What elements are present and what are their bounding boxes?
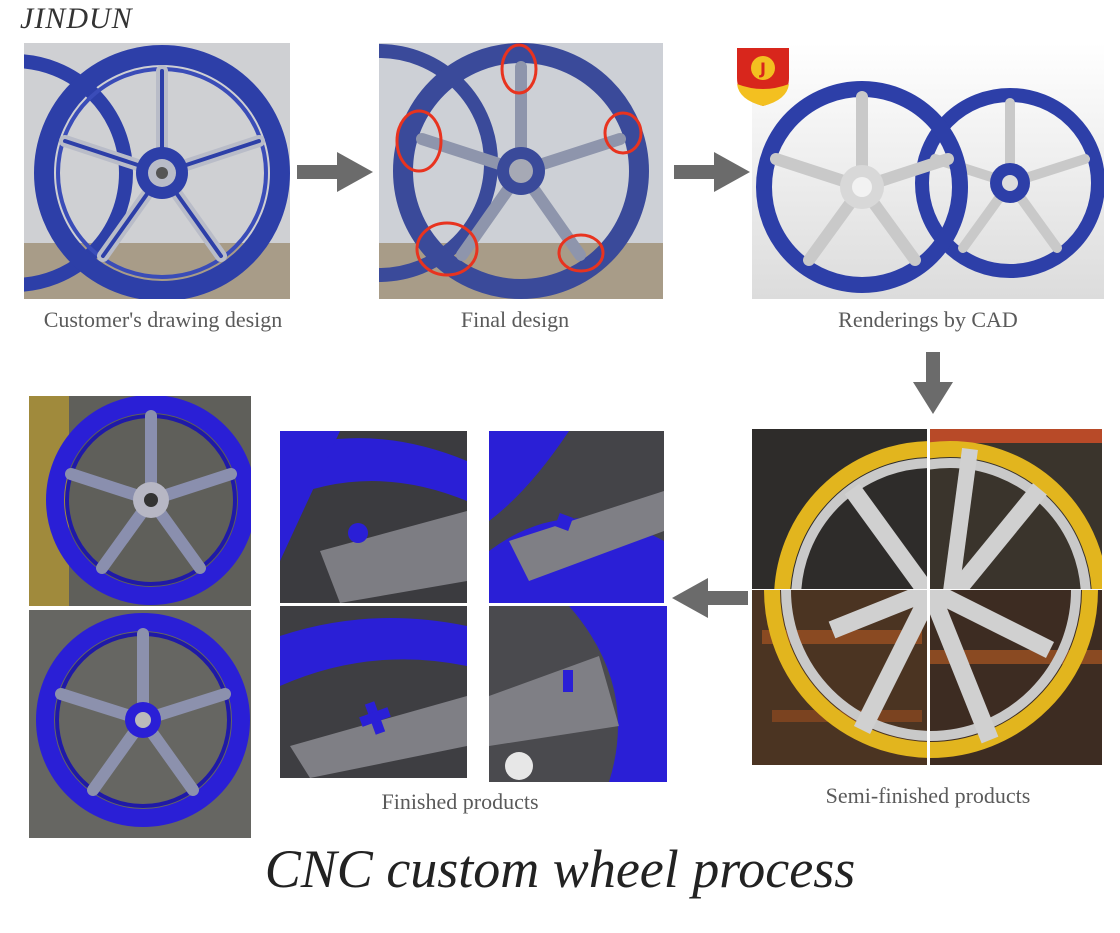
right-arrow-icon	[297, 152, 373, 192]
semi-finished-photo-4	[930, 590, 1102, 765]
page-title: CNC custom wheel process	[264, 839, 856, 899]
final-design-photo	[379, 43, 663, 299]
customer-drawing-photo	[24, 43, 290, 299]
brand-name: JINDUN	[20, 2, 133, 35]
down-arrow-icon	[913, 352, 953, 414]
step-caption-semi-finished: Semi-finished products	[825, 783, 1031, 808]
step-caption-finished: Finished products	[381, 789, 539, 814]
step-caption-final: Final design	[460, 307, 570, 332]
semi-finished-photo-2	[930, 429, 1102, 589]
left-arrow-icon	[672, 578, 748, 618]
step-caption-customer: Customer's drawing design	[43, 307, 283, 332]
finished-detail-photo-2	[489, 431, 664, 603]
finished-wheel-photo-top	[29, 396, 251, 606]
right-arrow-icon	[674, 152, 750, 192]
svg-text:J: J	[759, 59, 766, 78]
finished-detail-photo-1	[280, 431, 467, 603]
finished-detail-photo-4	[489, 606, 667, 782]
finished-detail-photo-3	[280, 606, 467, 778]
semi-finished-photo-1	[752, 429, 927, 589]
cad-rendering-photo	[752, 43, 1104, 299]
semi-finished-photo-3	[752, 590, 927, 765]
step-caption-cad: Renderings by CAD	[838, 307, 1018, 332]
finished-wheel-photo-bottom	[29, 610, 251, 838]
jindun-shield-logo-icon: J	[733, 44, 793, 113]
